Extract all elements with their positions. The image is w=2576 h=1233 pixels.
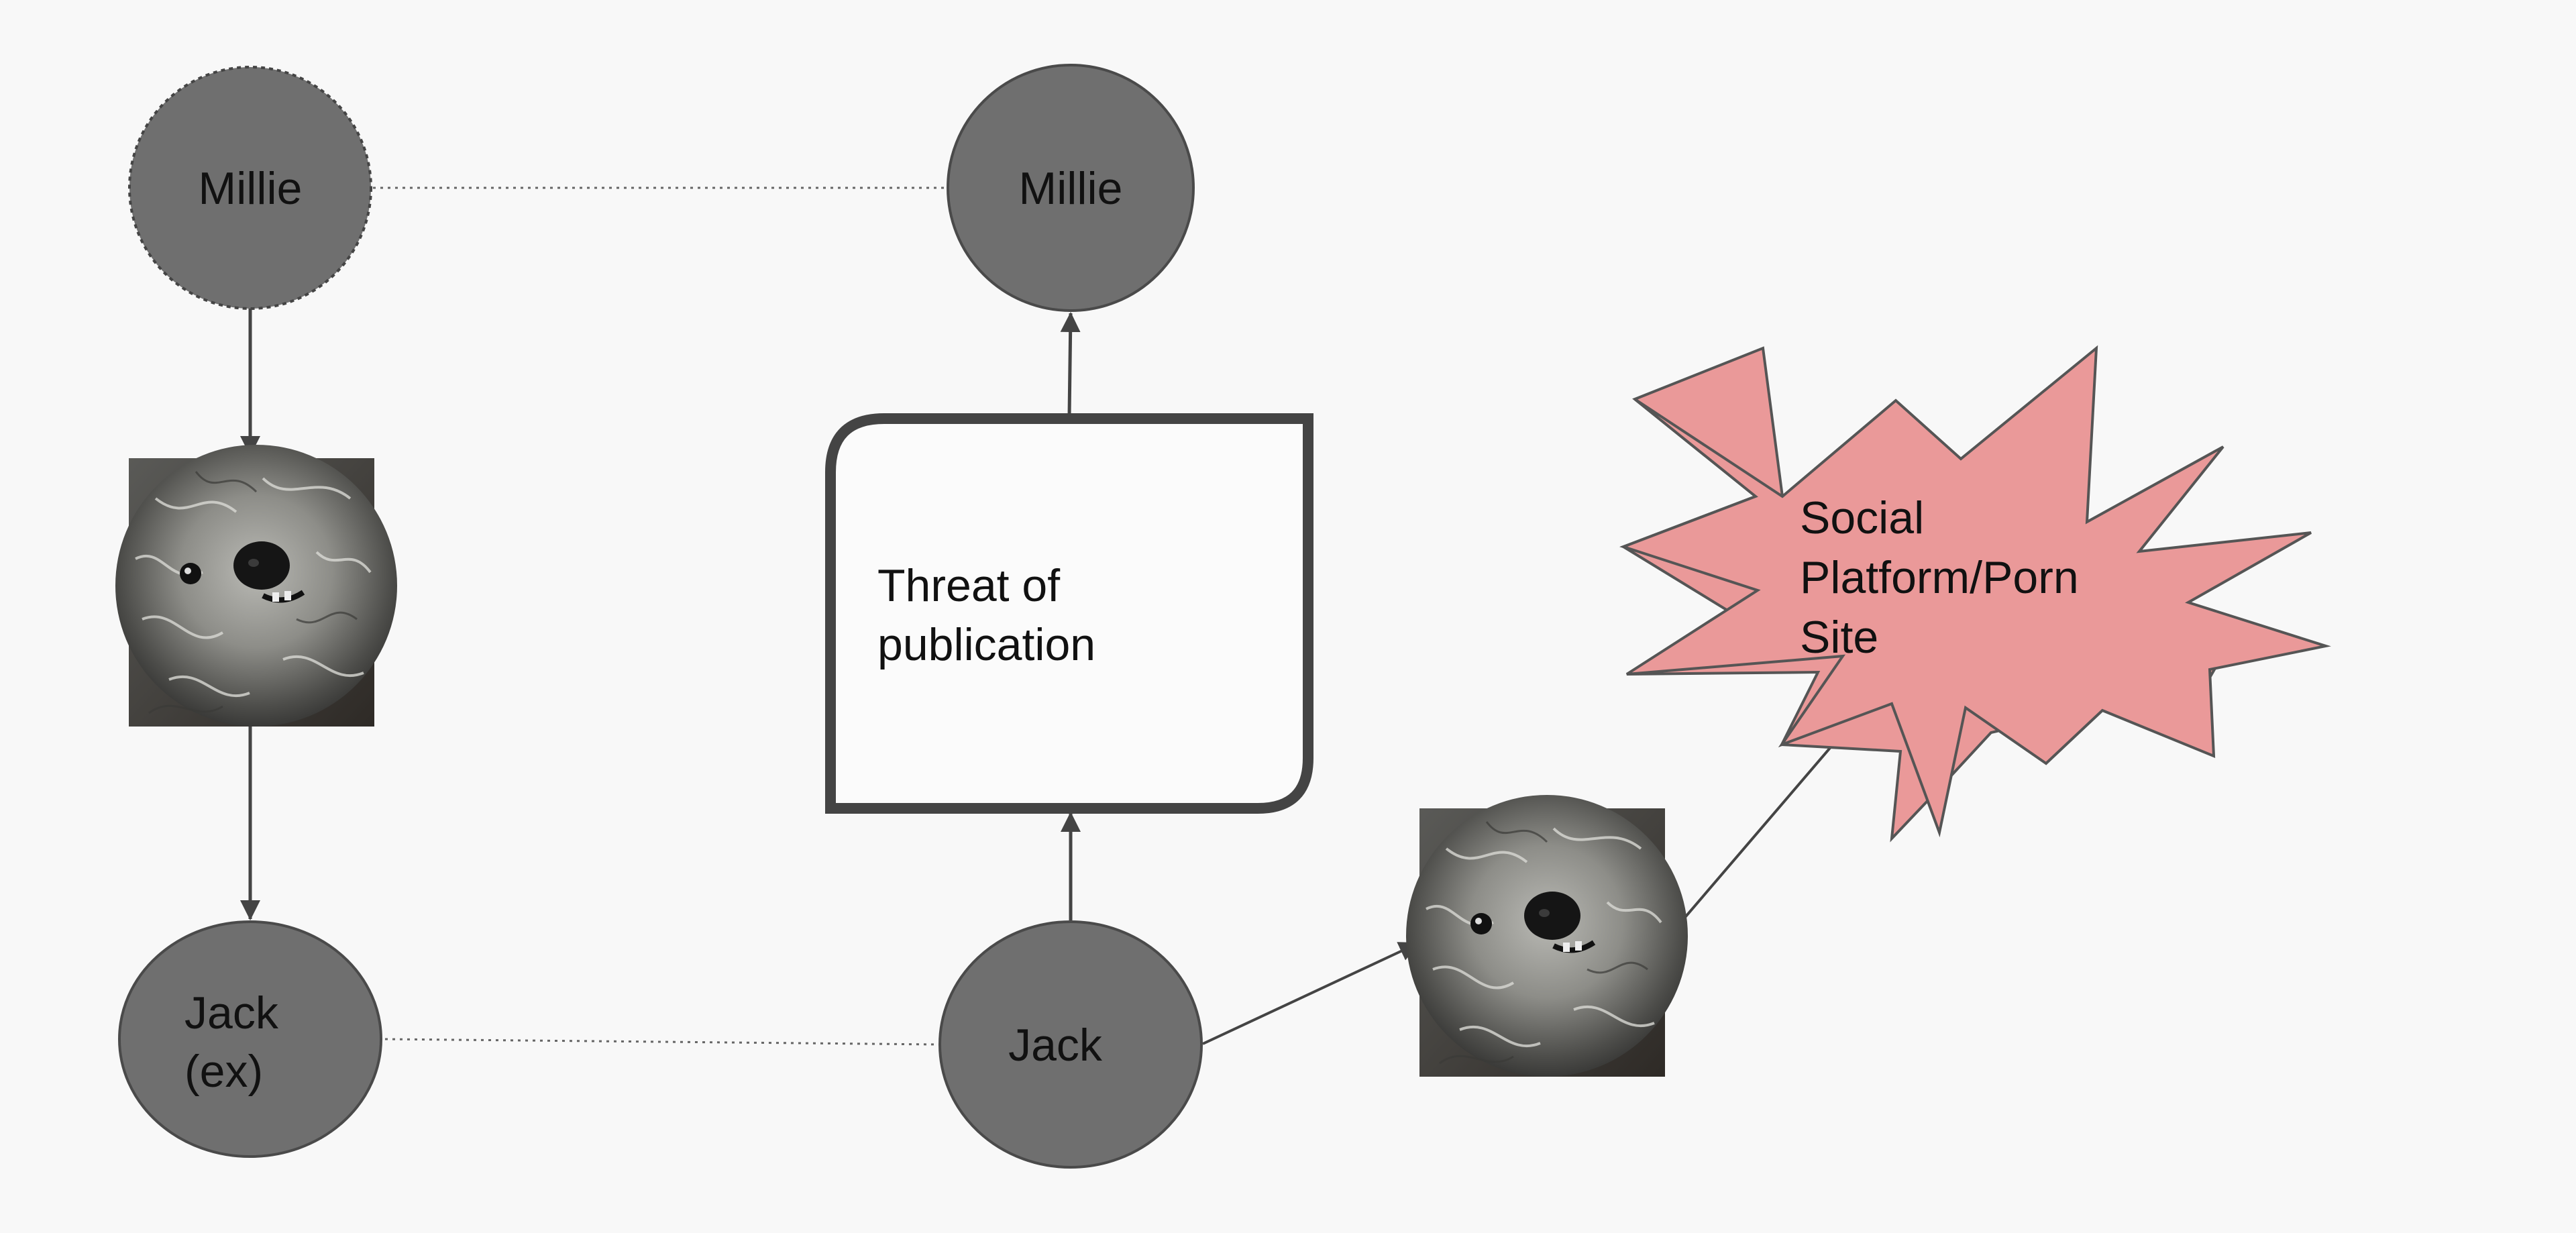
node-label: Jack: [1008, 1020, 1103, 1071]
box-label-line1: Threat of: [877, 560, 1060, 611]
dog-photo-right: [1406, 795, 1688, 1077]
node-millie-left: Millie: [128, 66, 372, 310]
dog-photo-left: [115, 445, 397, 727]
node-label: Millie: [199, 163, 303, 214]
node-label-line2: (ex): [184, 1046, 263, 1097]
burst-label-line3: Site: [1800, 612, 1878, 663]
threat-of-publication-box: Threat of publication: [825, 413, 1313, 814]
arrow-jack-to-photo: [1202, 942, 1419, 1045]
node-millie-right: Millie: [947, 64, 1195, 312]
dotted-link-jack: [384, 1038, 940, 1046]
social-platform-burst: Social Platform/Porn Site: [1619, 345, 2331, 843]
node-label-line1: Jack: [184, 987, 279, 1038]
node-jack-ex: Jack (ex): [118, 920, 382, 1158]
node-label: Millie: [1019, 163, 1123, 214]
node-jack: Jack: [938, 920, 1203, 1169]
box-label-line2: publication: [877, 619, 1095, 670]
burst-label-line2: Platform/Porn: [1800, 552, 2079, 603]
arrow-threat-to-millie: [1060, 312, 1081, 417]
burst-label-line1: Social: [1800, 492, 1924, 543]
